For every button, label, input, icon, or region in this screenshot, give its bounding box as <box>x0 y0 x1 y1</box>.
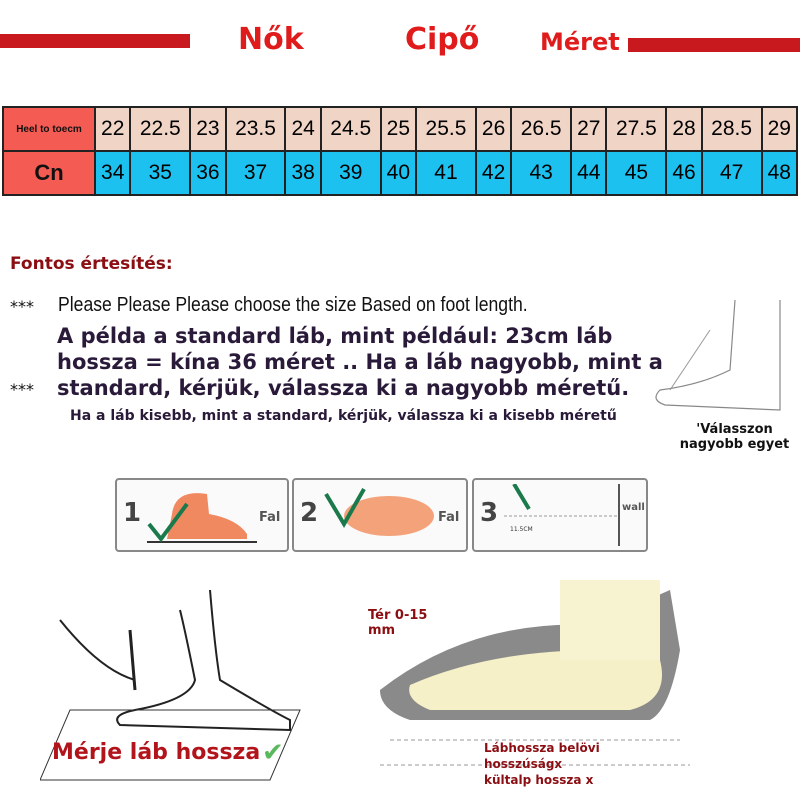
cn-size-cell: 37 <box>224 150 287 196</box>
measure-caption: Mérje láb hossza <box>52 740 261 765</box>
step-number: 2 <box>300 498 319 528</box>
row-label-cn: Cn <box>2 150 96 196</box>
measuring-foot-illustration <box>40 590 301 781</box>
title-bar-left <box>0 34 190 48</box>
cn-size-cell: 38 <box>284 150 322 196</box>
side-note: 'Válasszon nagyobb egyet <box>679 422 790 452</box>
step-2-panel: 2 Fal <box>292 478 468 552</box>
notice-line-2: A példa a standard láb, mint például: 23… <box>57 324 613 348</box>
foot-length-cell: 27.5 <box>605 106 668 152</box>
step-3-panel: 3 11.5CM wall <box>472 478 648 552</box>
foot-length-cell: 24 <box>284 106 322 152</box>
foot-side-icon <box>147 493 257 543</box>
length-label-3: kültalp hossza x <box>484 773 594 787</box>
notice-line-4: standard, kérjük, válassza ki a nagyobb … <box>57 376 630 400</box>
foot-length-cell: 23 <box>189 106 227 152</box>
length-label-1: Lábhossza belövi <box>484 741 600 755</box>
cn-size-cell: 47 <box>700 150 763 196</box>
notice-line-5: Ha a láb kisebb, mint a standard, kérjük… <box>70 408 617 424</box>
foot-length-cell: 28 <box>665 106 703 152</box>
foot-top-icon <box>324 488 434 536</box>
foot-sketch-icon <box>655 299 781 411</box>
cn-size-cell: 48 <box>760 150 799 196</box>
foot-length-cell: 24.5 <box>319 106 382 152</box>
length-labels: Lábhossza belövi hosszúságx kültalp hoss… <box>484 740 600 788</box>
checkmark-icon: ✔ <box>262 738 284 768</box>
notice-line-3: hossza = kína 36 méret .. Ha a láb nagyo… <box>57 350 663 374</box>
step-number: 1 <box>123 498 142 528</box>
ruler-icon <box>504 484 620 546</box>
shoe-cross-section-illustration <box>380 580 690 766</box>
cn-size-cell: 44 <box>570 150 608 196</box>
measure-label: 11.5CM <box>510 526 533 533</box>
stars-2: *** <box>10 380 34 399</box>
title-word-2: Cipő <box>405 22 480 57</box>
cn-size-cell: 45 <box>605 150 668 196</box>
cn-size-cell: 42 <box>474 150 513 196</box>
step-number: 3 <box>480 498 499 528</box>
foot-length-cell: 22.5 <box>129 106 192 152</box>
cn-size-cell: 43 <box>510 150 573 196</box>
notice-line-1: Please Please Please choose the size Bas… <box>58 294 528 316</box>
foot-length-cell: 25.5 <box>415 106 477 152</box>
wall-label: Fal <box>438 510 460 525</box>
cn-size-cell: 46 <box>665 150 703 196</box>
foot-length-cell: 22 <box>93 106 132 152</box>
foot-length-cell: 29 <box>760 106 799 152</box>
title-word-1: Nők <box>238 22 304 57</box>
row-label-heel-to-toe: Heel to toecm <box>2 106 96 152</box>
wall-label: wall <box>622 502 645 513</box>
title-bar-right <box>628 38 800 52</box>
foot-length-cell: 28.5 <box>700 106 763 152</box>
step-1-panel: 1 Fal <box>115 478 289 552</box>
foot-length-cell: 26.5 <box>510 106 573 152</box>
cn-size-cell: 41 <box>415 150 477 196</box>
notice-heading: Fontos értesítés: <box>10 254 173 274</box>
foot-length-cell: 25 <box>379 106 418 152</box>
wall-label: Fal <box>259 510 281 525</box>
space-label: Tér 0-15 mm <box>368 608 428 638</box>
title-word-3: Méret <box>540 28 620 56</box>
foot-length-cell: 26 <box>474 106 513 152</box>
cn-size-cell: 39 <box>319 150 382 196</box>
cn-size-cell: 40 <box>379 150 418 196</box>
foot-length-cell: 23.5 <box>224 106 287 152</box>
cn-size-cell: 34 <box>93 150 132 196</box>
foot-length-cell: 27 <box>570 106 608 152</box>
cn-size-cell: 36 <box>189 150 227 196</box>
stars-1: *** <box>10 297 34 316</box>
length-label-2: hosszúságx <box>484 757 563 771</box>
cn-size-cell: 35 <box>129 150 192 196</box>
